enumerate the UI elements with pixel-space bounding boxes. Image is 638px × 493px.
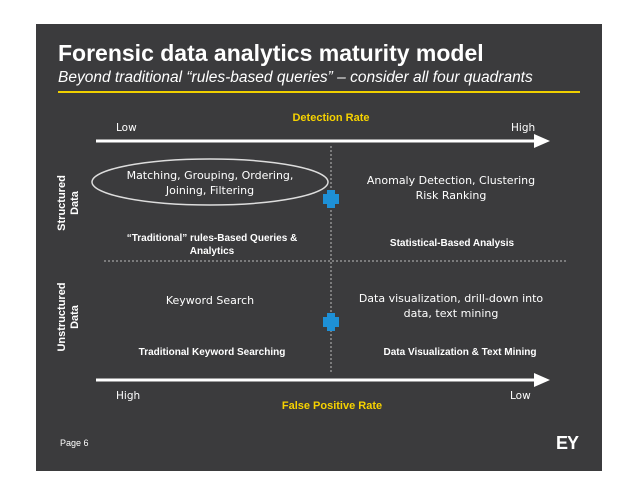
false-positive-arrowhead	[534, 373, 550, 387]
top-left-line-2: Joining, Filtering	[165, 184, 254, 197]
top-right-line-2: Risk Ranking	[416, 189, 487, 202]
maturity-diagram: Detection Rate Low High Structured Data …	[56, 112, 568, 412]
row-label-unstructured-1: Unstructured	[56, 282, 68, 351]
row-label-unstructured-2: Data	[69, 304, 81, 329]
detection-rate-high: High	[511, 122, 535, 134]
slide-panel: Forensic data analytics maturity model B…	[36, 24, 602, 471]
ey-logo: EY	[556, 433, 579, 453]
row-label-structured-2: Data	[69, 190, 81, 215]
top-left-caption-1: “Traditional” rules-Based Queries &	[127, 233, 298, 244]
detection-rate-low: Low	[116, 122, 137, 134]
bottom-left-line-1: Keyword Search	[166, 294, 254, 307]
detection-rate-label: Detection Rate	[292, 112, 369, 124]
false-positive-low: Low	[510, 390, 531, 402]
bottom-left-caption: Traditional Keyword Searching	[139, 347, 286, 358]
top-left-caption-2: Analytics	[190, 246, 235, 257]
bottom-right-line-1: Data visualization, drill-down into	[359, 292, 544, 305]
bottom-plus-marker-icon	[323, 313, 339, 331]
top-right-line-1: Anomaly Detection, Clustering	[367, 174, 535, 187]
top-right-caption: Statistical-Based Analysis	[390, 238, 515, 249]
bottom-right-caption: Data Visualization & Text Mining	[384, 347, 537, 358]
page-title: Forensic data analytics maturity model	[58, 40, 484, 66]
page-number: Page 6	[60, 438, 89, 448]
row-label-structured-1: Structured	[56, 175, 68, 231]
false-positive-rate-label: False Positive Rate	[282, 400, 382, 412]
title-underline	[58, 91, 580, 93]
highlight-ellipse	[91, 158, 329, 206]
false-positive-high: High	[116, 390, 140, 402]
top-left-line-1: Matching, Grouping, Ordering,	[127, 169, 294, 182]
top-plus-marker-icon	[323, 190, 339, 208]
page-subtitle: Beyond traditional “rules-based queries”…	[58, 69, 533, 86]
bottom-right-line-2: data, text mining	[404, 307, 499, 320]
detection-rate-arrowhead	[534, 134, 550, 148]
